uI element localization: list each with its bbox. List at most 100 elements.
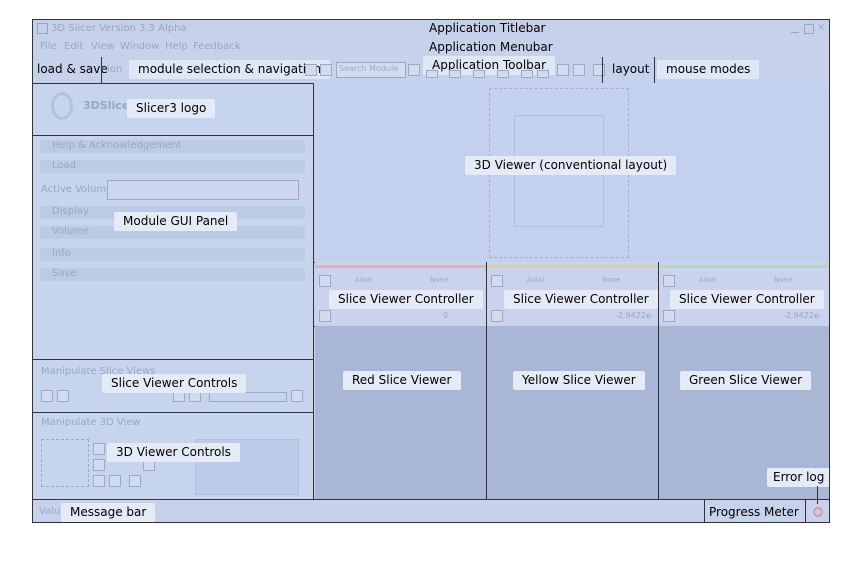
- slice-link-icon-red[interactable]: [319, 310, 331, 322]
- error-log-pointer: [817, 486, 818, 504]
- slice-link-icon-yellow[interactable]: [491, 310, 503, 322]
- toolbar-faded-text: ion: [107, 64, 123, 75]
- section-volume[interactable]: Volume: [40, 226, 305, 239]
- slice-control-slider[interactable]: [209, 392, 287, 402]
- slice-pin-icon-red[interactable]: [319, 275, 331, 287]
- window-title: 3D Slicer Version 3.3 Alpha: [51, 23, 187, 34]
- slice-control-icon-5[interactable]: [291, 390, 303, 402]
- view-icon-5[interactable]: [129, 475, 141, 487]
- layout-icon-2[interactable]: [449, 70, 461, 78]
- slice-controller-red: Axial None 0 Slice Viewer Controller: [315, 262, 486, 326]
- maximize-icon[interactable]: [804, 24, 814, 34]
- annotation-yellow-slice-viewer: Yellow Slice Viewer: [513, 371, 645, 390]
- menu-feedback[interactable]: Feedback: [193, 41, 241, 52]
- green-color-strip: [659, 265, 829, 268]
- green-orientation-select[interactable]: Axial: [699, 276, 717, 284]
- section-help[interactable]: Help & Acknowledgement: [40, 140, 305, 153]
- active-volume-label: Active Volume:: [41, 184, 116, 195]
- layout-icon-4[interactable]: [497, 70, 509, 78]
- search-icon[interactable]: [408, 64, 420, 76]
- red-slice-viewer[interactable]: Red Slice Viewer: [315, 326, 486, 499]
- section-load[interactable]: Load: [40, 160, 305, 173]
- section-help-label: Help & Acknowledgement: [52, 140, 182, 151]
- section-info[interactable]: Info: [40, 248, 305, 261]
- annotation-module-navigation: module selection & navigation: [129, 60, 331, 79]
- annotation-error-log: Error log: [767, 468, 829, 487]
- module-dropdown-icon[interactable]: [305, 64, 317, 76]
- green-offset-value[interactable]: -2.9422e-: [783, 311, 822, 320]
- slice-pin-icon-yellow[interactable]: [491, 275, 503, 287]
- red-offset-value[interactable]: 0: [443, 311, 449, 320]
- slice-controls-separator: [33, 412, 314, 413]
- annotation-module-gui: Module GUI Panel: [114, 212, 238, 231]
- logo-panel: 3DSlicer Slicer3 logo: [33, 83, 314, 135]
- yellow-offset-value[interactable]: -2.9422e-: [615, 311, 654, 320]
- module-nav-icon[interactable]: [320, 64, 332, 76]
- module-search-input[interactable]: Search Module: [336, 62, 406, 78]
- slice-control-icon-2[interactable]: [57, 390, 69, 402]
- annotation-menubar: Application Menubar: [429, 40, 553, 54]
- annotation-mouse-modes: mouse modes: [657, 60, 760, 79]
- module-gui-panel: Help & Acknowledgement Load Active Volum…: [33, 136, 314, 359]
- section-save[interactable]: Save: [40, 268, 305, 281]
- minimize-icon[interactable]: [791, 24, 799, 33]
- slice-pin-icon-green[interactable]: [663, 275, 675, 287]
- slice-control-icon-1[interactable]: [41, 390, 53, 402]
- module-separator: [33, 359, 314, 360]
- annotation-slice-viewer-controls: Slice Viewer Controls: [102, 374, 247, 393]
- layout-icon-7[interactable]: [557, 64, 569, 76]
- red-color-strip: [315, 265, 486, 268]
- annotation-slice-controller-3: Slice Viewer Controller: [670, 290, 824, 309]
- section-volume-label: Volume: [52, 226, 90, 237]
- green-slice-viewer[interactable]: Green Slice Viewer Error log: [659, 326, 829, 499]
- red-orientation-select[interactable]: Axial: [355, 276, 373, 284]
- layout-icon-9[interactable]: [593, 64, 605, 76]
- layout-icon-6[interactable]: [537, 70, 549, 78]
- slicer-logo-text: 3DSlicer: [83, 99, 135, 112]
- annotation-slicer-logo: Slicer3 logo: [127, 99, 216, 118]
- annotation-message-bar: Message bar: [61, 503, 156, 522]
- section-save-label: Save: [52, 268, 77, 279]
- view-icon-4[interactable]: [109, 475, 121, 487]
- view-icon-2[interactable]: [93, 459, 105, 471]
- error-log-icon[interactable]: [813, 507, 823, 517]
- menu-window[interactable]: Window: [120, 41, 160, 52]
- green-layer-select[interactable]: None: [774, 276, 793, 284]
- application-toolbar: load & save ion module selection & navig…: [33, 56, 829, 84]
- slicer-logo-icon: [51, 92, 73, 120]
- rotate-widget[interactable]: [41, 439, 89, 487]
- yellow-slice-viewer[interactable]: Yellow Slice Viewer: [487, 326, 658, 499]
- menu-file[interactable]: File: [40, 41, 57, 52]
- annotation-load-save: load & save: [37, 62, 108, 76]
- layout-icon-1[interactable]: [426, 70, 438, 78]
- layout-divider: [602, 57, 603, 83]
- annotation-titlebar: Application Titlebar: [429, 21, 546, 35]
- slice-controller-green: Axial None -2.9422e- Slice Viewer Contro…: [659, 262, 829, 326]
- annotation-slice-controller-1: Slice Viewer Controller: [329, 290, 483, 309]
- view-icon-3[interactable]: [93, 475, 105, 487]
- slicer-main-window: 3D Slicer Version 3.3 Alpha × Applicatio…: [32, 19, 830, 523]
- menu-view[interactable]: View: [91, 41, 115, 52]
- yellow-orientation-select[interactable]: Axial: [527, 276, 545, 284]
- active-volume-select[interactable]: [107, 180, 299, 200]
- view-icon-1[interactable]: [93, 443, 105, 455]
- annotation-green-slice-viewer: Green Slice Viewer: [680, 371, 812, 390]
- viewer-3d[interactable]: 3D Viewer (conventional layout): [314, 83, 829, 262]
- close-icon[interactable]: ×: [817, 22, 826, 33]
- layout-icon-5[interactable]: [521, 70, 533, 78]
- mouse-modes-divider: [654, 57, 655, 83]
- menu-help[interactable]: Help: [165, 41, 188, 52]
- layout-icon-3[interactable]: [473, 70, 485, 78]
- layout-icon-8[interactable]: [573, 64, 585, 76]
- annotation-3d-viewer-controls: 3D Viewer Controls: [107, 443, 240, 462]
- slice-ctrl-divider-1: [486, 262, 487, 499]
- status-bar: Valu Message bar Progress Meter: [33, 486, 829, 522]
- toolbar-divider: [101, 57, 102, 83]
- red-layer-select[interactable]: None: [430, 276, 449, 284]
- annotation-progress-meter: Progress Meter: [709, 505, 799, 519]
- menu-edit[interactable]: Edit: [64, 41, 84, 52]
- app-icon: [37, 23, 48, 34]
- slice-controller-yellow: Axial None -2.9422e- Slice Viewer Contro…: [487, 262, 658, 326]
- slice-link-icon-green[interactable]: [663, 310, 675, 322]
- yellow-layer-select[interactable]: None: [602, 276, 621, 284]
